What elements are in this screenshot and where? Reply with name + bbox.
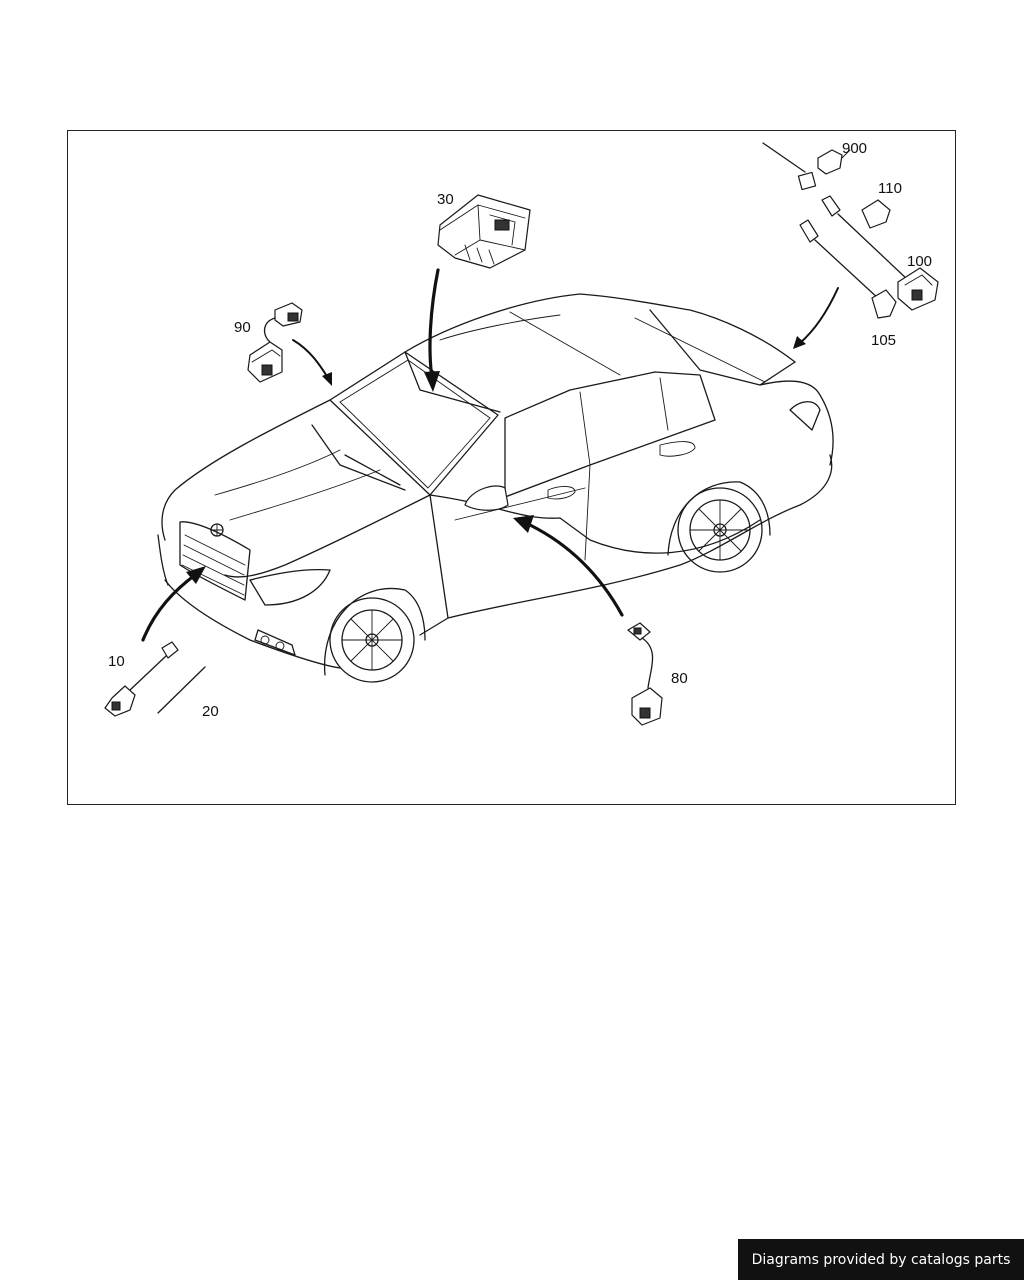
car-illustration: [157, 293, 834, 683]
label-10: 10: [108, 653, 125, 670]
part-20-line: [157, 666, 206, 714]
part-900-component: [762, 142, 851, 191]
label-80: 80: [671, 670, 688, 687]
footer-credit-badge: Diagrams provided by catalogs parts: [738, 1239, 1024, 1280]
arrow-90: [292, 339, 332, 386]
part-100-component: [897, 267, 939, 311]
label-105: 105: [871, 332, 896, 349]
label-90: 90: [234, 319, 251, 336]
label-900: 900: [842, 140, 867, 157]
label-110: 110: [878, 180, 902, 197]
part-90-sensor: [247, 302, 303, 383]
part-105-component: [799, 219, 897, 319]
part-30-camera-module: [437, 194, 531, 269]
label-20: 20: [202, 703, 219, 720]
arrow-100: [793, 287, 839, 349]
part-80-sensor: [627, 622, 663, 726]
diagram-frame: [67, 130, 956, 805]
arrow-10: [141, 566, 206, 642]
arrow-80: [513, 515, 624, 617]
arrow-30: [424, 268, 440, 392]
label-100: 100: [907, 253, 932, 270]
part-110-component: [821, 195, 909, 281]
label-30: 30: [437, 191, 454, 208]
part-10-sensor: [104, 641, 179, 717]
